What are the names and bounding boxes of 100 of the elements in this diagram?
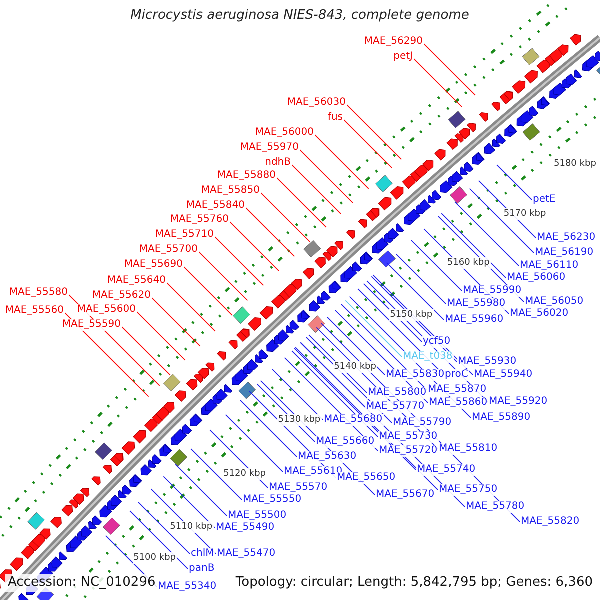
gene-label: MAE_56290 bbox=[363, 36, 424, 48]
leader-line bbox=[214, 236, 264, 286]
leader-line bbox=[246, 208, 296, 258]
gene-label: MAE_55790 bbox=[392, 417, 453, 429]
gene-label: ycf50 bbox=[422, 336, 452, 348]
gene-label: MAE_55490 bbox=[215, 522, 276, 534]
scale-label: 5160 kbp bbox=[446, 257, 491, 270]
leader-line bbox=[411, 240, 462, 292]
scale-label: 5120 kbp bbox=[222, 468, 267, 480]
leader-line bbox=[198, 252, 248, 302]
leader-line bbox=[276, 178, 327, 228]
gene-label: MAE_55800 bbox=[367, 387, 428, 399]
leader-line bbox=[345, 300, 402, 358]
leader-line bbox=[386, 262, 444, 320]
gene-label: MAE_55980 bbox=[446, 298, 507, 310]
leader-line bbox=[414, 58, 462, 108]
leader-line bbox=[314, 134, 370, 190]
gene-label: fus bbox=[326, 112, 344, 124]
gene-label: MAE_56110 bbox=[519, 260, 580, 272]
gene-label: petJ bbox=[392, 51, 414, 63]
gene-label: MAE_55550 bbox=[242, 494, 303, 506]
leader-line bbox=[346, 104, 402, 160]
gene-label: MAE_56230 bbox=[536, 232, 597, 244]
gene-label: MAE_55960 bbox=[444, 314, 505, 326]
leader-line bbox=[441, 213, 506, 278]
gene-label: MAE_55560 bbox=[4, 305, 65, 317]
leader-line bbox=[300, 150, 354, 204]
leader-line bbox=[454, 201, 520, 266]
gene-label: MAE_t038 bbox=[402, 351, 454, 363]
gene-label: MAE_55670 bbox=[375, 489, 436, 501]
gene-label: MAE_55990 bbox=[462, 285, 523, 297]
scale-label: 5170 kbp bbox=[502, 208, 548, 220]
gene-label: MAE_55710 bbox=[154, 229, 215, 241]
gene-label: MAE_55870 bbox=[427, 384, 488, 396]
leader-line bbox=[190, 448, 242, 500]
gene-label: MAE_55470 bbox=[216, 548, 277, 560]
gene-label: MAE_55840 bbox=[185, 200, 246, 212]
leader-line bbox=[240, 400, 298, 458]
gene-label: MAE_55920 bbox=[488, 396, 549, 408]
gene-label: MAE_55700 bbox=[138, 244, 199, 256]
genome-info-text: Accession: NC_010296 bbox=[5, 574, 159, 592]
gene-label: MAE_55630 bbox=[297, 451, 358, 463]
gene-label: MAE_56020 bbox=[509, 308, 570, 320]
gene-label: MAE_56030 bbox=[286, 97, 347, 109]
gene-label: MAE_55750 bbox=[438, 484, 499, 496]
title: Microcystis aeruginosa NIES-843, complete genome bbox=[130, 8, 470, 24]
gene-label: MAE_56060 bbox=[506, 272, 567, 284]
gene-label: MAE_55500 bbox=[227, 510, 288, 522]
leader-line bbox=[225, 414, 284, 472]
leader-line bbox=[292, 164, 342, 214]
leader-line bbox=[469, 188, 534, 254]
scale-label: 5110 kbp bbox=[169, 521, 214, 534]
gene-label: MAE_55820 bbox=[520, 516, 581, 528]
leader-line bbox=[136, 312, 186, 362]
gene-label: panB bbox=[188, 563, 216, 575]
gene-label: MAE_55640 bbox=[106, 275, 167, 287]
leader-line bbox=[152, 298, 201, 347]
leader-line bbox=[64, 312, 150, 398]
gene-label: petE bbox=[532, 194, 557, 206]
scale-label: 5130 kbp bbox=[277, 414, 322, 426]
gene-label: MAE_55780 bbox=[465, 501, 526, 513]
gene-label: MAE_55810 bbox=[438, 443, 499, 455]
gene-label: MAE_55940 bbox=[473, 369, 534, 381]
gene-label: MAE_55580 bbox=[8, 287, 69, 299]
leader-line bbox=[130, 510, 188, 570]
gene-label: proC bbox=[444, 369, 470, 381]
gene-label: MAE_55760 bbox=[169, 214, 230, 226]
scale-label: 5100 kbp bbox=[132, 552, 178, 564]
gene-label: ndhB bbox=[264, 157, 292, 169]
gene-label: MAE_55340 bbox=[157, 581, 218, 593]
leader-line bbox=[122, 326, 171, 376]
leader-line bbox=[138, 502, 190, 554]
scale-label: 5150 kbp bbox=[389, 309, 434, 322]
gene-label: MAE_55880 bbox=[216, 170, 277, 182]
gene-label: MAE_55680 bbox=[323, 414, 384, 426]
gene-label: MAE_55590 bbox=[61, 319, 122, 331]
gene-label: MAE_56050 bbox=[524, 296, 585, 308]
leader-line bbox=[344, 120, 393, 169]
leader-line bbox=[272, 369, 324, 420]
scale-label: 5140 kbp bbox=[333, 361, 378, 374]
leader-line bbox=[175, 464, 228, 516]
gene-label: MAE_55620 bbox=[91, 290, 152, 302]
gene-label: MAE_56190 bbox=[534, 247, 595, 259]
gene-label: MAE_55740 bbox=[416, 464, 477, 476]
leader-line bbox=[424, 44, 476, 96]
gene-label: MAE_55930 bbox=[457, 356, 518, 368]
leader-line bbox=[166, 282, 216, 332]
leader-line bbox=[184, 266, 233, 316]
gene-label: MAE_55890 bbox=[471, 412, 532, 424]
leader-line bbox=[496, 164, 532, 200]
gene-label: MAE_55660 bbox=[315, 436, 376, 448]
gene-label: MAE_55850 bbox=[200, 185, 261, 197]
gene-label: MAE_55970 bbox=[239, 142, 300, 154]
leader-line bbox=[327, 317, 386, 376]
leader-line bbox=[260, 192, 311, 243]
gene-label: MAE_55860 bbox=[428, 397, 489, 409]
leader-line bbox=[230, 222, 280, 272]
gene-label: MAE_55830 bbox=[385, 369, 446, 381]
gene-label: MAE_55730 bbox=[378, 431, 439, 443]
gene-label: MAE_56000 bbox=[254, 127, 315, 139]
